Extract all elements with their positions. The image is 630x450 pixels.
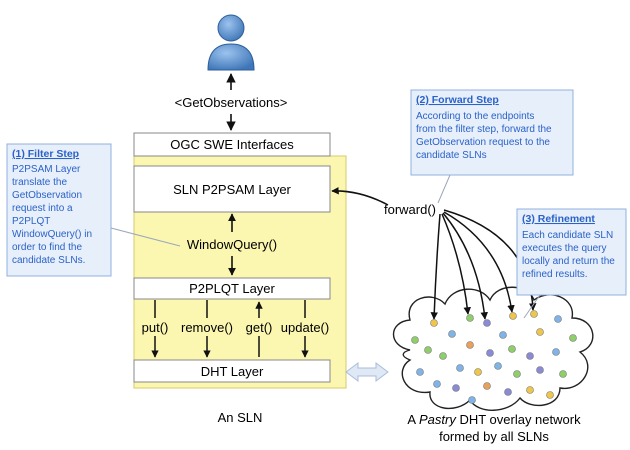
user-icon [207, 14, 255, 71]
node [416, 368, 424, 376]
node [509, 312, 517, 320]
sln-caption: An SLN [218, 410, 263, 425]
get-observations-label: <GetObservations> [175, 95, 288, 110]
op-get: get() [246, 320, 273, 335]
node [456, 364, 464, 372]
overlay-caption-line2: formed by all SLNs [439, 429, 549, 444]
node [466, 341, 474, 349]
node [559, 370, 567, 378]
dht-cloud-link [345, 362, 389, 382]
node [486, 349, 494, 357]
p2psam-layer [133, 165, 331, 213]
node [499, 331, 507, 339]
op-update: update() [281, 320, 329, 335]
ogc-swe-layer [133, 132, 331, 157]
p2psam-label: SLN P2PSAM Layer [173, 182, 291, 197]
node [483, 319, 491, 327]
node [552, 348, 560, 356]
window-query-label: WindowQuery() [187, 237, 277, 252]
forward-step-note: (2) Forward Step According to the endpoi… [410, 89, 574, 204]
overlay-caption: A Pastry DHT overlay network [407, 412, 581, 427]
node [526, 386, 534, 394]
refinement-body: Each candidate SLN executes the query lo… [522, 230, 618, 280]
overlay-nodes [411, 310, 577, 404]
p2plqt-layer [133, 277, 331, 300]
node [483, 382, 491, 390]
node [526, 352, 534, 360]
node [536, 328, 544, 336]
node [546, 391, 554, 399]
forward-step-title: (2) Forward Step [416, 94, 499, 106]
node [430, 319, 438, 327]
node [554, 315, 562, 323]
node [452, 384, 460, 392]
node [448, 330, 456, 338]
node [569, 334, 577, 342]
node [411, 336, 419, 344]
filter-step-note: (1) Filter Step P2PSAM Layer translate t… [6, 143, 181, 277]
node [439, 352, 447, 360]
filter-step-body: P2PSAM Layer translate the GetObservatio… [12, 164, 95, 266]
dht-layer [133, 359, 331, 383]
filter-step-title: (1) Filter Step [12, 148, 79, 160]
forward-label: forward() [384, 202, 436, 217]
node [536, 366, 544, 374]
op-remove: remove() [181, 320, 233, 335]
node [468, 396, 476, 404]
node [433, 380, 441, 388]
p2plqt-label: P2PLQT Layer [189, 281, 275, 296]
refinement-title: (3) Refinement [522, 213, 595, 225]
overlay-network-cloud [393, 286, 594, 411]
node [530, 310, 538, 318]
op-put: put() [142, 320, 169, 335]
node [513, 370, 521, 378]
node [494, 362, 502, 370]
ops-label-bg [140, 318, 320, 336]
node [504, 388, 512, 396]
refinement-note: (3) Refinement Each candidate SLN execut… [516, 208, 627, 319]
dht-label: DHT Layer [201, 364, 264, 379]
ogc-swe-label: OGC SWE Interfaces [170, 137, 294, 152]
node [474, 368, 482, 376]
node [424, 346, 432, 354]
forward-step-body: According to the endpoints from the filt… [416, 111, 554, 161]
node [466, 314, 474, 322]
forward-to-p2psam-arrow [331, 187, 389, 206]
node [508, 345, 516, 353]
